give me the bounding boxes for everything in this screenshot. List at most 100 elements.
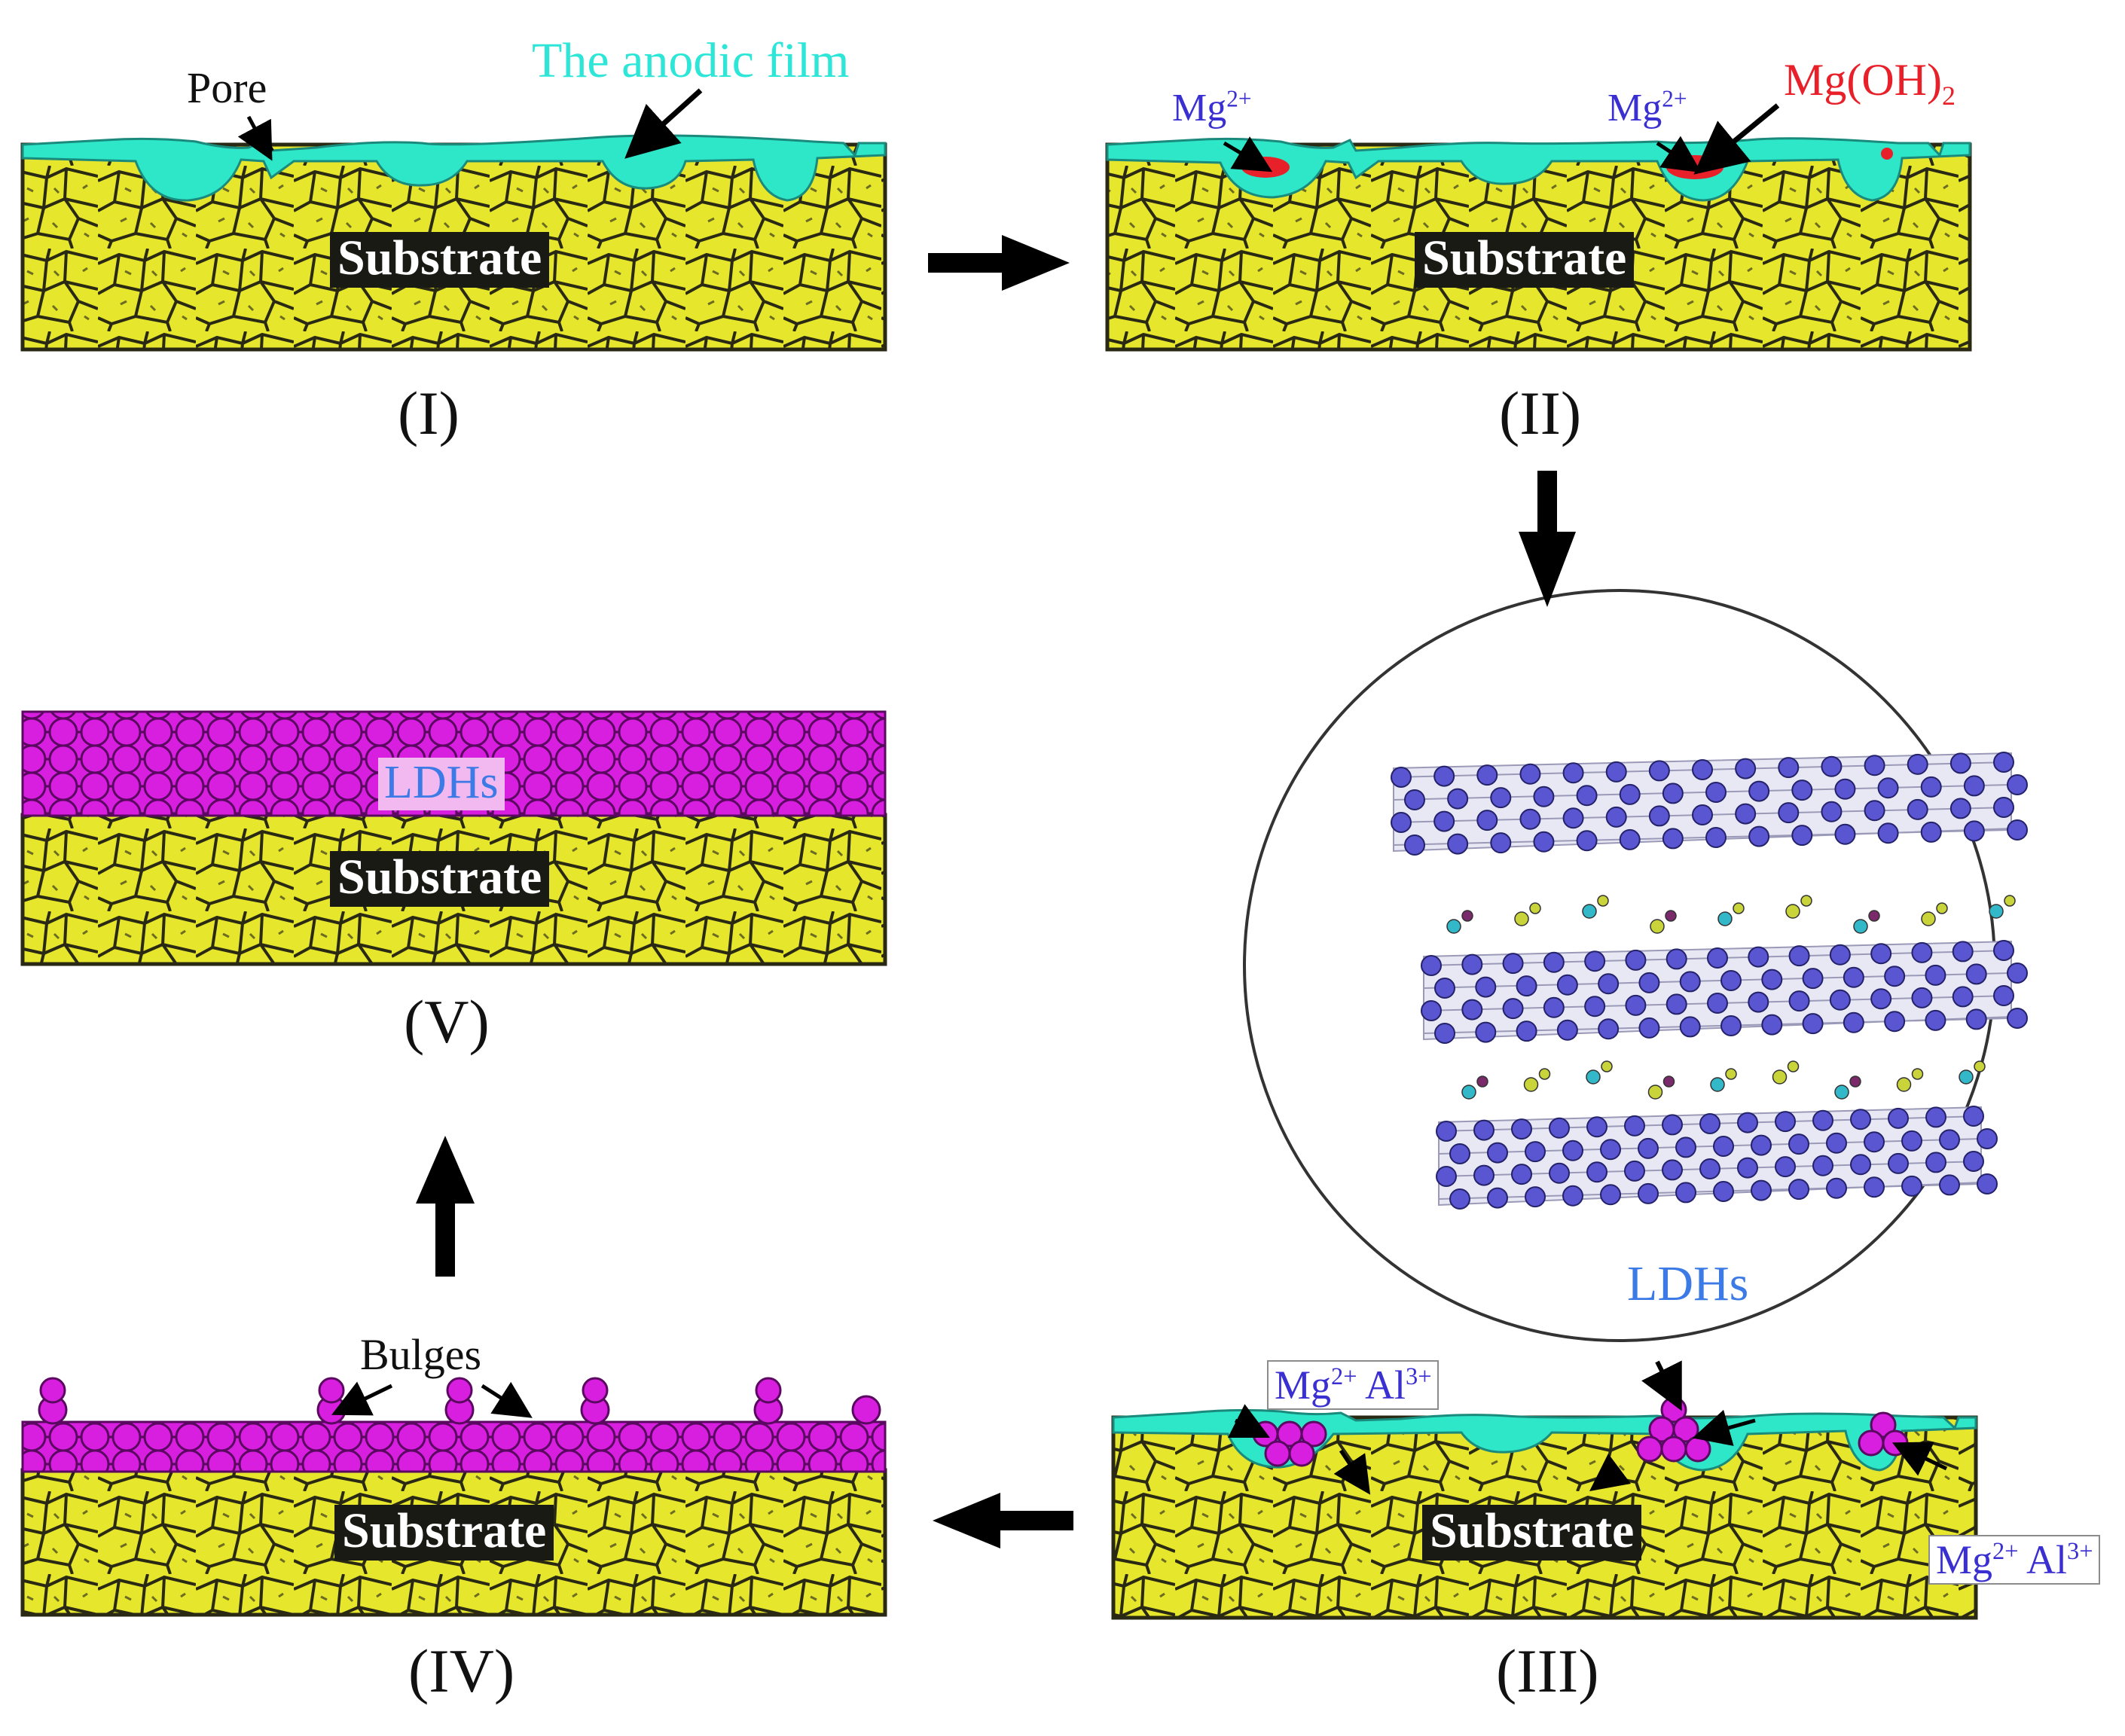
lattice-atom: [1433, 810, 1455, 832]
mg-ion-symbol-right: Mg: [1607, 87, 1662, 130]
lattice-atom: [1843, 966, 1864, 988]
lattice-atom: [1576, 830, 1598, 852]
lattice-atom: [1911, 941, 1933, 963]
lattice-atom: [1864, 1131, 1885, 1153]
lattice-atom: [1939, 1129, 1960, 1151]
mg-ion-symbol-left: Mg: [1172, 87, 1227, 130]
lattice-atom: [1834, 778, 1856, 800]
lattice-atom: [1826, 1177, 1847, 1199]
lattice-atom: [1519, 808, 1541, 830]
lattice-atom: [1699, 1113, 1720, 1134]
substrate-label-IV: Substrate: [334, 1505, 554, 1561]
interlayer-molecule: [1936, 902, 1948, 914]
lattice-atom: [1638, 1137, 1659, 1159]
lattice-atom: [1939, 1174, 1960, 1196]
substrate-label-III: Substrate: [1422, 1505, 1642, 1561]
lattice-atom: [1963, 775, 1985, 797]
interlayer-molecule: [1597, 895, 1609, 907]
lattice-atom: [1391, 767, 1412, 788]
lattice-atom: [1877, 822, 1899, 844]
panel-V: [20, 710, 887, 966]
process-arrows: [416, 235, 1576, 1548]
mg-ion-arrow-right: [1656, 136, 1702, 173]
interlayer-molecule: [1772, 1069, 1788, 1085]
lattice-atom: [1925, 1152, 1946, 1173]
ion-box-top: Mg2+ Al3+: [1267, 1360, 1440, 1410]
lattice-atom: [1436, 1166, 1457, 1187]
panel-label-I: (I): [398, 379, 460, 447]
lattice-atom: [1834, 823, 1856, 845]
lattice-atom: [1533, 786, 1555, 807]
lattice-atom: [1850, 1154, 1871, 1176]
lattice-atom: [1543, 951, 1565, 973]
lattice-atom: [1707, 947, 1728, 969]
lattice-atom: [1490, 787, 1512, 809]
lattice-atom: [1748, 946, 1769, 968]
mg-oh2-subscript: 2: [1941, 81, 1956, 111]
lattice-atom: [1963, 820, 1985, 842]
lattice-atom: [1625, 949, 1647, 971]
interlayer-molecule: [1896, 1077, 1912, 1092]
interlayer-molecule: [1785, 904, 1800, 919]
substrate-label-II: Substrate: [1415, 232, 1635, 288]
lattice-atom: [1475, 1021, 1497, 1043]
lattice-atom: [1516, 1021, 1537, 1042]
lattice-atom: [1638, 1182, 1659, 1204]
ion-box-bottom: Mg2+ Al3+: [1928, 1535, 2101, 1585]
lattice-atom: [1788, 1133, 1809, 1155]
bulges-IV: [38, 1377, 881, 1425]
lattice-atom: [1829, 989, 1851, 1011]
panel-II: [1105, 103, 1972, 352]
interlayer-molecule: [1849, 1075, 1861, 1088]
lattice-atom: [1449, 1188, 1470, 1210]
interlayer-molecule: [1586, 1069, 1601, 1085]
lattice-atom: [1952, 986, 1974, 1008]
bulges-label: Bulges: [360, 1330, 482, 1379]
lattice-atom: [1605, 761, 1627, 783]
arrow-IV-to-V: [416, 1136, 475, 1277]
lattice-atom: [1720, 970, 1742, 991]
lattice-atom: [2007, 963, 2028, 984]
lattice-atom: [1829, 944, 1851, 966]
lattice-atom: [1679, 1016, 1701, 1038]
lattice-atom: [1533, 831, 1555, 853]
ion-arrow-iii-2: [1333, 1449, 1371, 1495]
interlayer-molecule: [1868, 910, 1880, 922]
interlayer-molecule: [1476, 1075, 1488, 1088]
mg-ion-label-right: Mg2+: [1607, 87, 1687, 130]
lattice-atom: [1490, 832, 1512, 854]
lattice-atom: [1562, 1185, 1583, 1207]
al-ion-symbol-iii-top: Al: [1365, 1362, 1406, 1408]
mg-ion-charge-left: 2+: [1226, 85, 1252, 112]
interlayer-molecule: [1650, 919, 1665, 934]
interlayer-molecule: [1461, 1085, 1476, 1100]
lattice-atom: [1605, 806, 1627, 828]
lattice-atom: [1707, 993, 1728, 1014]
lattice-atom: [1761, 1014, 1783, 1036]
lattice-atom: [1511, 1164, 1532, 1185]
lattice-atom: [1648, 760, 1670, 782]
lattice-atom: [1404, 834, 1425, 856]
lattice-atom: [1679, 971, 1701, 993]
lattice-atom: [1761, 969, 1783, 990]
bulge-arrow-right: [481, 1381, 533, 1418]
lattice-atom: [1901, 1175, 1922, 1197]
lattice-atom: [1433, 765, 1455, 787]
ion-arrow-iii-1: [1227, 1404, 1270, 1438]
lattice-atom: [1812, 1109, 1833, 1131]
interlayer-molecule: [1733, 902, 1745, 914]
lattice-atom: [1586, 1116, 1607, 1138]
interlayer-molecule: [1538, 1068, 1551, 1080]
anodic-film-label: The anodic film: [532, 33, 850, 88]
lattice-atom: [1949, 798, 1971, 819]
lattice-atom: [1624, 1160, 1645, 1182]
lattice-atom: [1925, 1009, 1946, 1031]
interlayer-molecule: [1834, 1085, 1849, 1100]
lattice-atom: [1720, 1015, 1742, 1036]
lattice-atom: [1751, 1134, 1772, 1156]
pore-label: Pore: [187, 63, 267, 112]
lattice-atom: [1802, 1013, 1824, 1035]
pore-arrow-I: [237, 115, 273, 161]
lattice-atom: [1850, 1109, 1871, 1130]
mg-oh2-formula: Mg(OH): [1784, 55, 1942, 105]
